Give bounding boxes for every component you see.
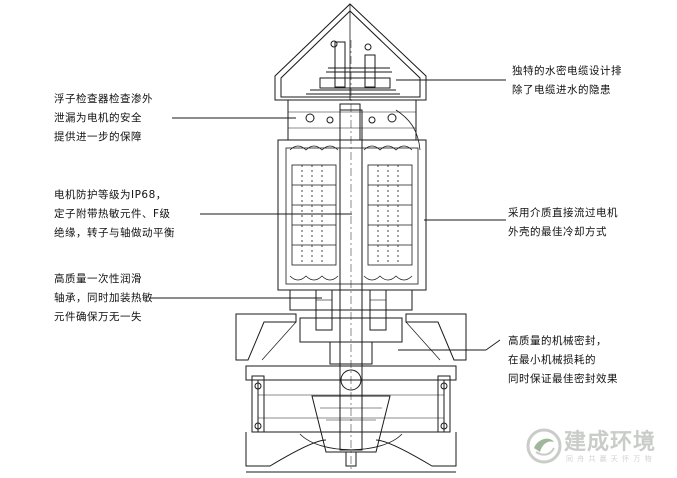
annotation-line: 提供进一步的保障 — [54, 131, 142, 143]
annotation-motor-protection: 电机防护等级为IP68， 定子附带热敏元件、F级 绝缘，转子与轴做动平衡 — [54, 186, 175, 243]
watermark-name: 建成环境 — [564, 430, 657, 455]
top-cover — [274, 3, 427, 101]
motor-housing — [277, 139, 427, 291]
annotation-float-switch: 浮子检查器检查渗外 泄漏为电机的安全 提供进一步的保障 — [54, 90, 153, 147]
pump-casing — [245, 365, 457, 433]
outlet-flange — [235, 313, 467, 361]
leader-lines — [150, 79, 506, 351]
impeller — [299, 369, 403, 453]
annotation-line: 浮子检查器检查渗外 — [54, 93, 153, 105]
annotation-line: 轴承，同时加装热敏 — [54, 292, 153, 304]
inlet-bell — [245, 432, 457, 473]
annotation-line: 在最小机械损耗的 — [508, 354, 596, 366]
annotation-line: 独特的水密电缆设计排 — [512, 65, 622, 77]
annotation-line: 泄漏为电机的安全 — [54, 112, 142, 124]
annotation-line: 外壳的最佳冷却方式 — [508, 226, 607, 238]
annotation-line: 绝缘，转子与轴做动平衡 — [54, 227, 175, 239]
cable-entry — [306, 40, 400, 95]
annotation-line: 元件确保万无一失 — [54, 311, 142, 323]
annotation-seal: 高质量的机械密封， 在最小机械损耗的 同时保证最佳密封效果 — [508, 332, 618, 389]
annotation-bearing: 高质量一次性润滑 轴承，同时加装热敏 元件确保万无一失 — [54, 270, 153, 327]
annotation-line: 高质量一次性润滑 — [54, 273, 142, 285]
watermark-logo-icon — [526, 428, 562, 464]
annotation-line: 高质量的机械密封， — [508, 335, 607, 347]
annotation-line: 采用介质直接流过电机 — [508, 207, 618, 219]
annotation-line: 除了电缆进水的隐患 — [512, 84, 611, 96]
annotation-cooling: 采用介质直接流过电机 外壳的最佳冷却方式 — [508, 204, 618, 242]
stator — [291, 164, 413, 266]
bearing-seal-chamber — [289, 289, 413, 365]
annotation-line: 电机防护等级为IP68， — [54, 189, 167, 201]
annotation-line: 定子附带热敏元件、F级 — [54, 208, 171, 220]
annotation-line: 同时保证最佳密封效果 — [508, 373, 618, 385]
annotation-cable: 独特的水密电缆设计排 除了电缆进水的隐患 — [512, 62, 622, 100]
upper-housing — [287, 99, 421, 151]
watermark: 建成环境 同 舟 共 赢 天 怀 万 物 — [526, 426, 676, 472]
watermark-slogan: 同 舟 共 赢 天 怀 万 物 — [566, 455, 653, 463]
